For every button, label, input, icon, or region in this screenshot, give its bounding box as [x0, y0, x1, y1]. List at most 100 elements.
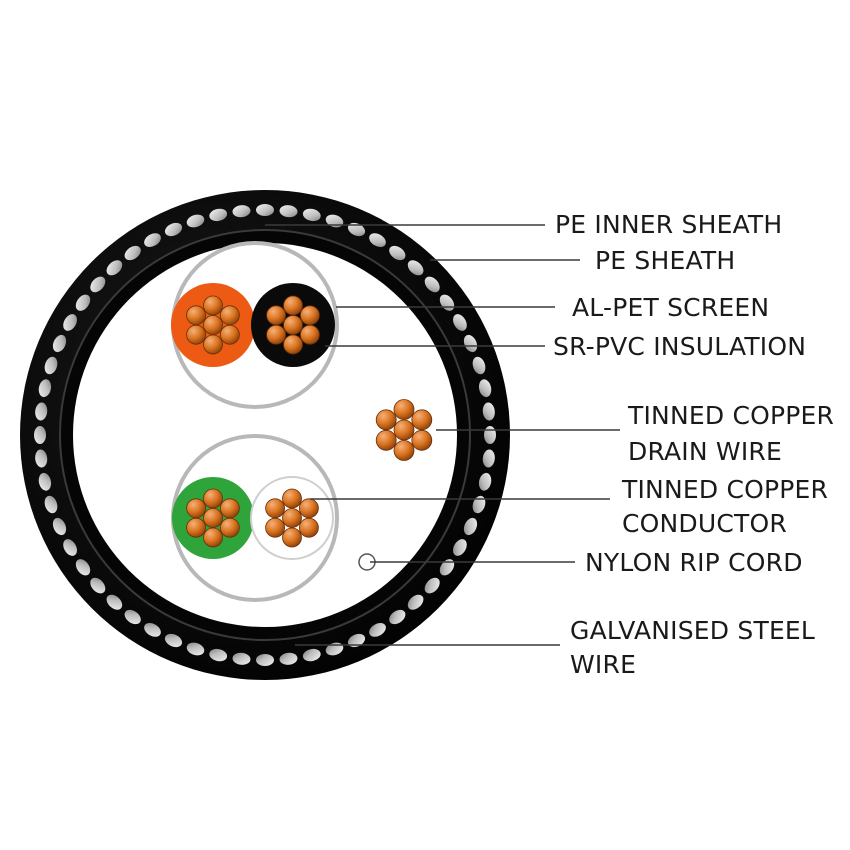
- steel-wire-strand: [407, 594, 424, 610]
- steel-wire-strand: [38, 472, 52, 491]
- steel-wire-strand: [407, 260, 424, 276]
- steel-wire-strand: [52, 517, 67, 536]
- steel-wire-strand: [144, 623, 161, 637]
- steel-wire-strand: [478, 379, 492, 398]
- pe-inner-sheath-highlight: [59, 229, 471, 641]
- steel-wire-strand: [44, 495, 58, 514]
- label-al-pet-screen: AL-PET SCREEN: [572, 293, 769, 322]
- copper-strand: [203, 295, 223, 316]
- label-sr-pvc-insulation: SR-PVC INSULATION: [553, 332, 806, 361]
- copper-strand: [283, 315, 303, 335]
- copper-strand: [203, 315, 223, 335]
- steel-wire-strand: [75, 559, 91, 576]
- steel-wire-strand: [209, 648, 228, 662]
- copper-strand: [393, 419, 415, 441]
- copper-strand: [283, 334, 303, 355]
- copper-strand: [411, 409, 433, 431]
- copper-strand: [265, 498, 286, 519]
- steel-wire-strand: [63, 314, 77, 331]
- tinned-copper-drain-wire: [375, 399, 433, 461]
- copper-strand: [266, 324, 287, 345]
- steel-wire-strand: [124, 245, 141, 261]
- copper-strand: [203, 527, 223, 548]
- copper-strand: [299, 324, 320, 345]
- copper-strand: [375, 429, 397, 451]
- steel-wire-strand: [164, 222, 183, 237]
- steel-wire-strand: [164, 633, 183, 648]
- steel-wire-strand: [453, 539, 467, 556]
- label-steel-wire-line1: GALVANISED STEEL: [570, 616, 815, 645]
- steel-wire-strand: [424, 276, 440, 293]
- label-pe-sheath: PE SHEATH: [595, 246, 735, 275]
- steel-wire-strand: [325, 642, 344, 656]
- copper-strand: [298, 498, 319, 519]
- copper-strand: [186, 324, 207, 345]
- steel-wire-strand: [389, 245, 406, 261]
- steel-wire-strand: [439, 559, 455, 576]
- steel-wire-strand: [124, 609, 141, 625]
- steel-wire-strand: [90, 577, 106, 594]
- steel-wire-strand: [144, 233, 161, 247]
- steel-wire-strand: [482, 402, 495, 421]
- copper-strand: [186, 517, 207, 538]
- copper-strand: [203, 488, 223, 509]
- copper-strand: [282, 488, 302, 509]
- steel-wire-strand: [369, 623, 386, 637]
- copper-strand: [393, 399, 415, 420]
- steel-wire-strand: [453, 314, 467, 331]
- copper-strand: [282, 527, 302, 548]
- conductor-black-core: [266, 295, 320, 355]
- copper-strand: [203, 334, 223, 355]
- copper-strand: [393, 440, 415, 461]
- steel-wire-strand: [35, 402, 48, 421]
- label-drain-wire-line2: DRAIN WIRE: [628, 437, 782, 466]
- steel-wire-strand: [472, 356, 486, 375]
- steel-wire-strand: [106, 260, 123, 276]
- copper-strand: [411, 429, 433, 451]
- steel-wire-strand: [347, 222, 366, 237]
- steel-wire-strand: [256, 204, 274, 216]
- steel-wire-strand: [186, 642, 205, 656]
- copper-strand: [219, 324, 240, 345]
- copper-strand: [219, 305, 240, 326]
- conductor-orange-core: [186, 295, 240, 355]
- steel-wire-strand: [209, 208, 228, 222]
- copper-strand: [299, 305, 320, 326]
- steel-wire-strand: [52, 334, 67, 353]
- copper-strand: [265, 517, 286, 538]
- steel-wire-strand: [389, 609, 406, 625]
- steel-wire-strand: [38, 379, 52, 398]
- steel-wire-strand: [232, 205, 251, 218]
- copper-strand: [186, 498, 207, 519]
- label-conductor-line2: CONDUCTOR: [622, 509, 787, 538]
- galvanised-steel-wire-ring: [34, 204, 496, 666]
- conductor-white-core: [265, 488, 319, 548]
- steel-wire-strand: [35, 449, 48, 468]
- steel-wire-strand: [256, 654, 274, 666]
- copper-strand: [375, 409, 397, 431]
- copper-strand: [283, 295, 303, 316]
- steel-wire-strand: [186, 214, 205, 228]
- steel-wire-strand: [90, 276, 106, 293]
- steel-wire-strand: [369, 233, 386, 247]
- copper-strand: [298, 517, 319, 538]
- steel-wire-strand: [44, 356, 58, 375]
- copper-strand: [203, 508, 223, 528]
- steel-wire-strand: [106, 594, 123, 610]
- steel-wire-strand: [463, 334, 478, 353]
- label-conductor-line1: TINNED COPPER: [621, 475, 828, 504]
- label-steel-wire-line2: WIRE: [570, 650, 636, 679]
- steel-wire-strand: [463, 517, 478, 536]
- leader-lines: [265, 224, 620, 646]
- steel-wire-strand: [478, 472, 492, 491]
- conductor-green-core: [186, 488, 240, 548]
- steel-wire-strand: [279, 205, 298, 218]
- steel-wire-strand: [325, 214, 344, 228]
- steel-wire-strand: [34, 426, 46, 444]
- label-pe-inner-sheath: PE INNER SHEATH: [555, 210, 782, 239]
- steel-wire-strand: [279, 652, 298, 665]
- steel-wire-strand: [424, 577, 440, 594]
- copper-strand: [219, 517, 240, 538]
- label-rip-cord: NYLON RIP CORD: [585, 548, 803, 577]
